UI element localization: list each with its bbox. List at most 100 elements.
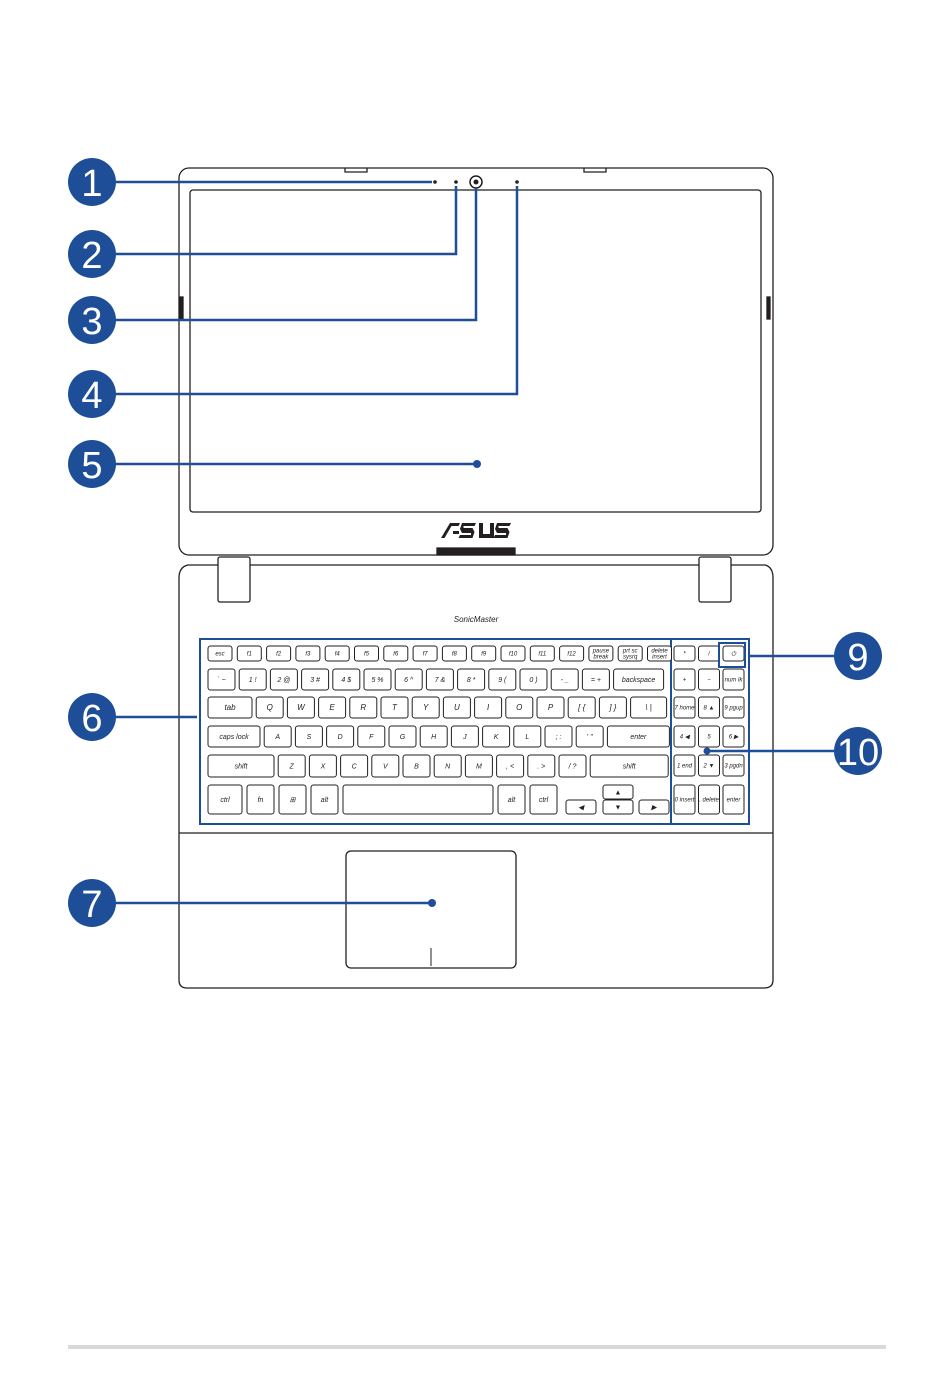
key-label: alt [508, 797, 516, 804]
key-home-1: A [263, 725, 292, 748]
key-label: ` ~ [217, 677, 225, 684]
callout-badge-4: 4 [68, 370, 116, 418]
svg-text:7: 7 [81, 884, 102, 926]
key-label: Q [267, 703, 273, 712]
key-label: 0 insert [675, 798, 695, 804]
key-bottom-5: B [402, 754, 431, 778]
key-fn-6: f6 [383, 645, 409, 662]
key-numpad-4-1: 2 ▼ [698, 754, 720, 777]
key-label: 3 pgdn [724, 764, 743, 770]
key-home-12: enter [606, 725, 670, 748]
key-numpad-5-1: . delete [698, 784, 720, 815]
key-num-12: = + [581, 668, 610, 691]
key-top-6: Y [411, 696, 440, 719]
key-label: * [683, 652, 686, 658]
key-num-2: 2 @ [269, 668, 298, 691]
key-label: esc [215, 652, 224, 658]
key-numpad-3-2: 6 ▶ [722, 725, 745, 748]
key-label: f1 [247, 652, 252, 658]
key-label: caps lock [219, 734, 249, 741]
key-label: ▶ [650, 804, 657, 811]
svg-text:5: 5 [81, 445, 102, 487]
key-label: ; : [556, 734, 562, 741]
key-label: Z [289, 763, 295, 770]
key-numpad-3-0: 4 ◀ [673, 725, 696, 748]
key-label: B [414, 763, 419, 770]
key-space-5: alt [497, 784, 526, 815]
key-numpad-5-0: 0 insert [673, 784, 696, 815]
key-bottom-3: C [340, 754, 369, 778]
key-top-2: W [286, 696, 315, 719]
key-bottom-11: shift [589, 754, 669, 778]
key-label: 8 ▲ [704, 706, 715, 712]
key-home-9: L [513, 725, 542, 748]
key-label: C [352, 763, 358, 770]
key-fn-7: f7 [412, 645, 438, 662]
callout-badge-7: 7 [68, 879, 116, 927]
key-home-6: H [419, 725, 448, 748]
key-num-0: ` ~ [207, 668, 236, 691]
callout-badge-1: 1 [68, 158, 116, 206]
key-label: 1 ! [249, 677, 257, 684]
key-numpad-2-2: 9 pgup [722, 696, 745, 719]
key-bottom-4: V [371, 754, 400, 778]
key-label: 7 home [674, 706, 695, 712]
key-num-4: 4 $ [332, 668, 361, 691]
key-label: f2 [276, 652, 282, 658]
key-label: W [297, 703, 306, 712]
key-label: = + [591, 677, 601, 684]
callout-badge-10: 10 [834, 727, 882, 775]
key-num-1: 1 ! [238, 668, 267, 691]
key-label: E [329, 703, 335, 712]
key-fn-3: f3 [295, 645, 321, 662]
key-bottom-8: , < [496, 754, 525, 778]
key-label: A [274, 734, 280, 741]
svg-text:2: 2 [81, 235, 102, 277]
key-space-3: alt [310, 784, 339, 815]
key-label: backspace [622, 677, 656, 684]
key-fn-2: f2 [266, 645, 292, 662]
key-label: ◀ [578, 804, 585, 811]
key-num-9: 9 ( [488, 668, 517, 691]
touchpad [345, 850, 517, 969]
key-numpad-1-1: − [698, 668, 720, 691]
key-numpad-0-1: / [698, 645, 720, 662]
key-bottom-6: N [433, 754, 462, 778]
key-label: V [383, 763, 389, 770]
key-label: break [593, 655, 609, 661]
callout-badge-2: 2 [68, 230, 116, 278]
key-label: 9 pgup [724, 706, 743, 712]
key-label: alt [321, 797, 329, 804]
key-label: 8 * [467, 677, 476, 684]
key-home-7: J [450, 725, 479, 748]
key-label: O [516, 703, 522, 712]
key-label: f8 [452, 652, 458, 658]
key-space-4 [342, 784, 494, 815]
key-label: sysrq [623, 655, 638, 661]
key-num-11: - _ [550, 668, 579, 691]
key-label: f4 [335, 652, 341, 658]
key-fn-0: esc [207, 645, 233, 662]
microphone-right [515, 180, 519, 184]
key-label: shift [235, 763, 249, 770]
key-top-7: U [442, 696, 471, 719]
key-num-10: 0 ) [519, 668, 548, 691]
key-space-2: ⊞ [278, 784, 307, 815]
key-num-5: 5 % [363, 668, 392, 691]
key-label: 1 end [677, 764, 693, 770]
keyboard-area [199, 638, 750, 825]
key-label: I [487, 703, 490, 712]
key-label: 5 [707, 735, 711, 741]
key-label: K [494, 734, 499, 741]
key-bottom-9: . > [527, 754, 556, 778]
key-top-9: O [505, 696, 534, 719]
key-label: 2 @ [276, 677, 290, 684]
key-space-1: fn [246, 784, 275, 815]
key-label: tab [224, 703, 236, 712]
key-numpad-5-2: enter [722, 784, 745, 815]
key-label: T [392, 703, 398, 712]
key-label: f12 [567, 652, 576, 658]
key-numpad-0-0: * [673, 645, 696, 662]
key-fn-9: f9 [471, 645, 497, 662]
key-home-5: G [388, 725, 417, 748]
